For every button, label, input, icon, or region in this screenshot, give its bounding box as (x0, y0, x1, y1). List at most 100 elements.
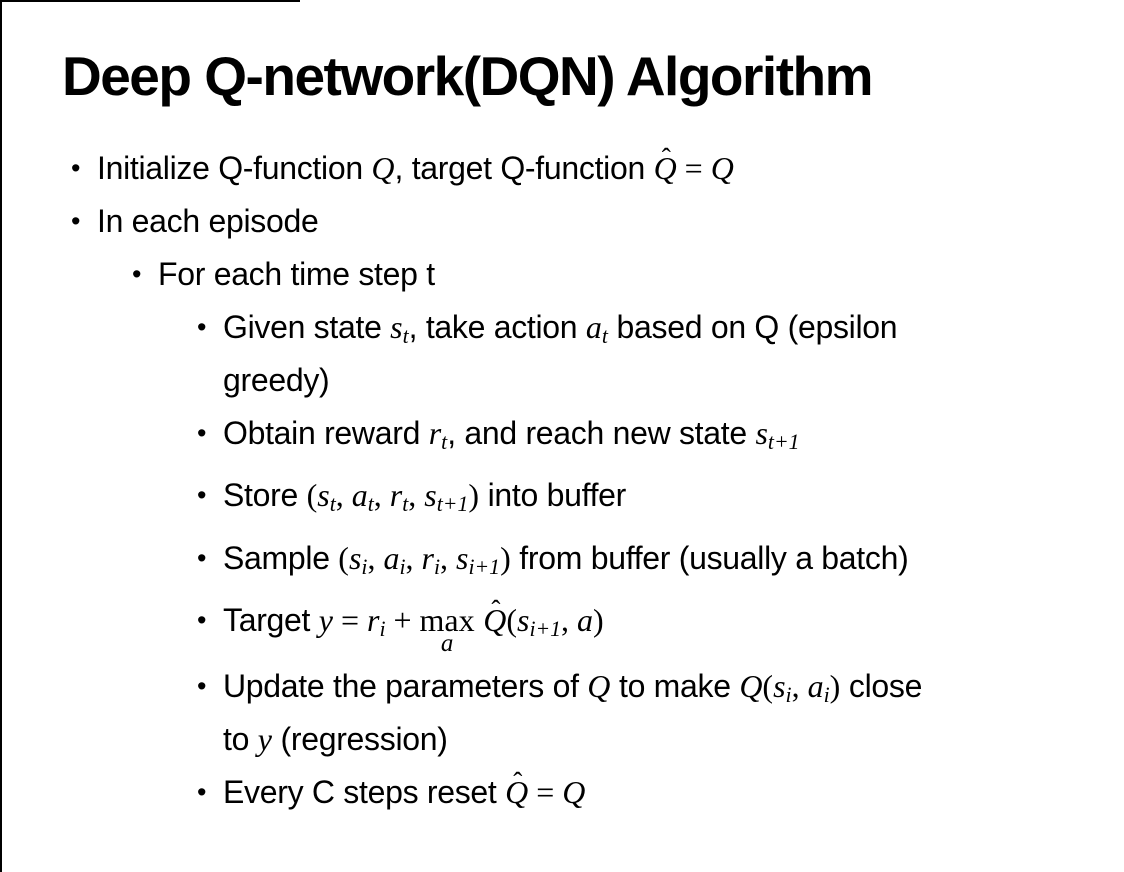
math-subscript: t+1 (767, 430, 800, 455)
math-run: Q (505, 774, 529, 811)
math-subscript: i+1 (468, 554, 501, 579)
slide-title: Deep Q-network(DQN) Algorithm (62, 45, 874, 107)
bullet-icon: • (197, 542, 207, 573)
text-run: Every C steps reset (223, 774, 506, 811)
math-subscript: i (361, 554, 368, 579)
bullet-item: • Initialize Q-function Q, target Q-funct… (0, 143, 1110, 190)
math-run: a (577, 601, 594, 638)
hat-accent-icon: ˆ (661, 142, 671, 173)
math-run: ( (762, 668, 774, 705)
text-run: , and reach new state (447, 415, 756, 452)
bullet-line: For each time step t (158, 252, 435, 296)
math-subscript: t (601, 324, 608, 349)
math-subscript: t+1 (436, 492, 469, 517)
bullet-item: •Store (st, at, rt, st+1) into buffer (0, 473, 1110, 526)
math-subscript: t (402, 492, 409, 517)
math-subscript: t (329, 492, 336, 517)
math-run: r (421, 539, 434, 576)
text-run: from buffer (usually a batch) (510, 539, 909, 576)
bullet-text: Initialize Q-function Q, target Q-functi… (97, 143, 734, 190)
bullet-item: •Update the parameters of Q to make Q(si… (0, 664, 1110, 761)
text-run: Target (223, 601, 319, 638)
math-run: s (348, 539, 362, 576)
math-run: ) (593, 601, 604, 638)
math-with-subscript: rt (429, 415, 448, 454)
bullet-icon: • (197, 604, 207, 635)
math-run: a (585, 309, 602, 345)
math-run: y (257, 721, 272, 758)
math-with-subscript: ri (367, 602, 386, 642)
math-subscript: i (379, 617, 386, 642)
bullet-icon: • (197, 418, 207, 449)
bullet-line: greedy) (223, 358, 897, 402)
math-run: = (332, 601, 367, 638)
math-run: y (318, 601, 333, 638)
bullet-line: Initialize Q-function Q, target Q-functi… (97, 143, 734, 190)
math-with-subscript: st (317, 477, 336, 516)
slide-border-top (0, 0, 300, 2)
math-run: , (405, 539, 422, 576)
bullet-text: Sample (si, ai, ri, si+1) from buffer (u… (223, 536, 909, 589)
text-run: close (840, 668, 923, 705)
math-with-subscript: si+1 (516, 601, 562, 642)
math-run: ) (500, 539, 511, 576)
math-run: Q (371, 150, 395, 186)
bullet-icon: • (71, 153, 81, 183)
bullet-icon: • (197, 671, 207, 702)
math-run: , (373, 477, 390, 514)
bullet-line: Sample (si, ai, ri, si+1) from buffer (u… (223, 536, 909, 589)
math-run: ( (506, 601, 517, 638)
math-run: r (389, 477, 403, 514)
math-subscript: i (823, 683, 830, 708)
math-run: = (528, 774, 563, 811)
bullet-item: •Given state st, take action at based on… (0, 305, 1110, 402)
bullet-line: Obtain reward rt, and reach new state st… (223, 411, 800, 464)
math-run: , (408, 477, 425, 514)
bullet-icon: • (197, 312, 207, 342)
math-with-subscript: at (585, 309, 608, 349)
bullet-line: Store (st, at, rt, st+1) into buffer (223, 473, 626, 526)
text-run: Store (223, 477, 307, 514)
math-run: a (807, 668, 824, 705)
text-run: Sample (223, 539, 339, 576)
bullet-icon: • (132, 259, 142, 289)
math-run: Q (653, 150, 677, 186)
text-run: based on Q (epsilon (607, 309, 898, 345)
text-run: to make (610, 668, 740, 705)
math-run: s (317, 477, 330, 514)
math-run: s (755, 415, 768, 452)
text-run: , take action (408, 309, 586, 345)
bullet-icon: • (197, 777, 207, 808)
text-run: to (223, 721, 258, 758)
math-run: , (440, 539, 456, 576)
bullet-item: • For each time step t (0, 252, 1110, 296)
math-run: s (516, 601, 530, 638)
math-run: Q (483, 601, 507, 638)
bullet-icon: • (197, 480, 207, 511)
math-run: , (367, 539, 384, 576)
text-run: Given state (223, 309, 391, 345)
math-run: s (456, 539, 469, 576)
math-with-subscript: ai (807, 668, 830, 708)
bullet-text: Obtain reward rt, and reach new state st… (223, 411, 800, 464)
math-with-subscript: si (773, 668, 792, 707)
text-run: greedy) (223, 362, 330, 399)
math-subscript: i+1 (529, 617, 562, 642)
bullet-line: In each episode (97, 199, 319, 243)
text-run: For each time step t (158, 256, 435, 292)
text-run: (regression) (271, 721, 448, 758)
math-run: ) (468, 477, 479, 514)
bullet-item: •Sample (si, ai, ri, si+1) from buffer (… (0, 536, 1110, 589)
math-run: ) (829, 668, 841, 705)
math-run: Q (710, 150, 734, 186)
math-with-subscript: ai (383, 540, 405, 579)
math-run: , (561, 601, 578, 638)
bullet-text: Given state st, take action at based on … (223, 305, 898, 402)
text-run (475, 602, 484, 638)
math-with-subscript: rt (389, 477, 409, 516)
